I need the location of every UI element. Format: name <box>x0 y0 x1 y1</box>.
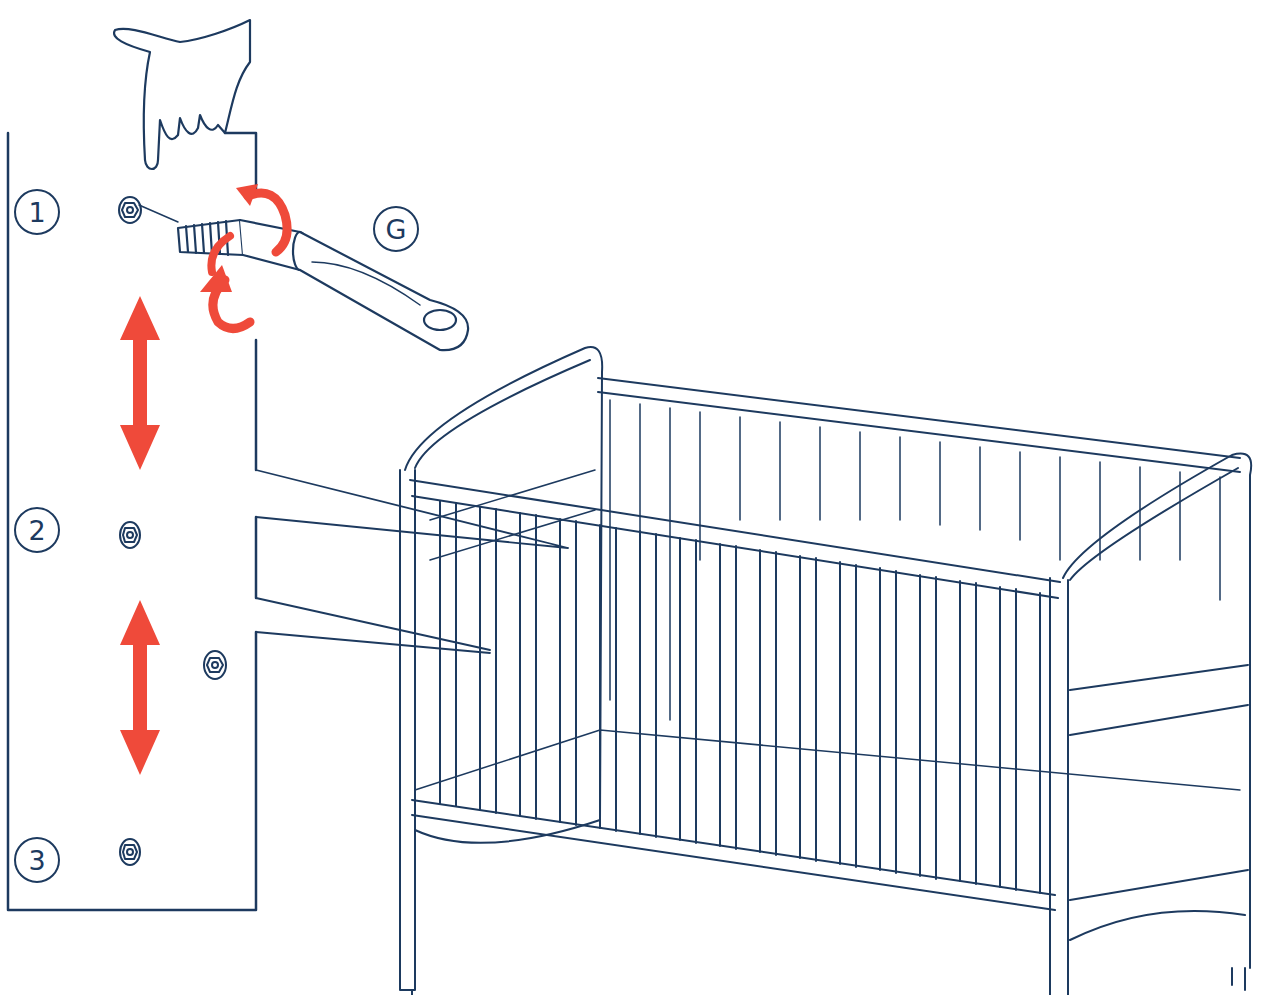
callout-number: 3 <box>28 847 45 874</box>
callout-circle: 2 <box>14 507 60 553</box>
callout-circle: G <box>373 206 419 252</box>
bolt <box>139 205 468 350</box>
callout-circle: 3 <box>14 837 60 883</box>
callout-number: 2 <box>28 517 45 544</box>
callout-number: G <box>386 216 407 243</box>
callout-number: 1 <box>28 199 45 226</box>
callout-circle: 1 <box>14 189 60 235</box>
crib <box>400 347 1251 995</box>
rotation-arrow <box>211 193 287 328</box>
hand <box>114 20 250 169</box>
direction-arrow <box>120 296 160 775</box>
detail-panel <box>8 133 568 910</box>
rotation-arrowhead <box>200 184 258 292</box>
